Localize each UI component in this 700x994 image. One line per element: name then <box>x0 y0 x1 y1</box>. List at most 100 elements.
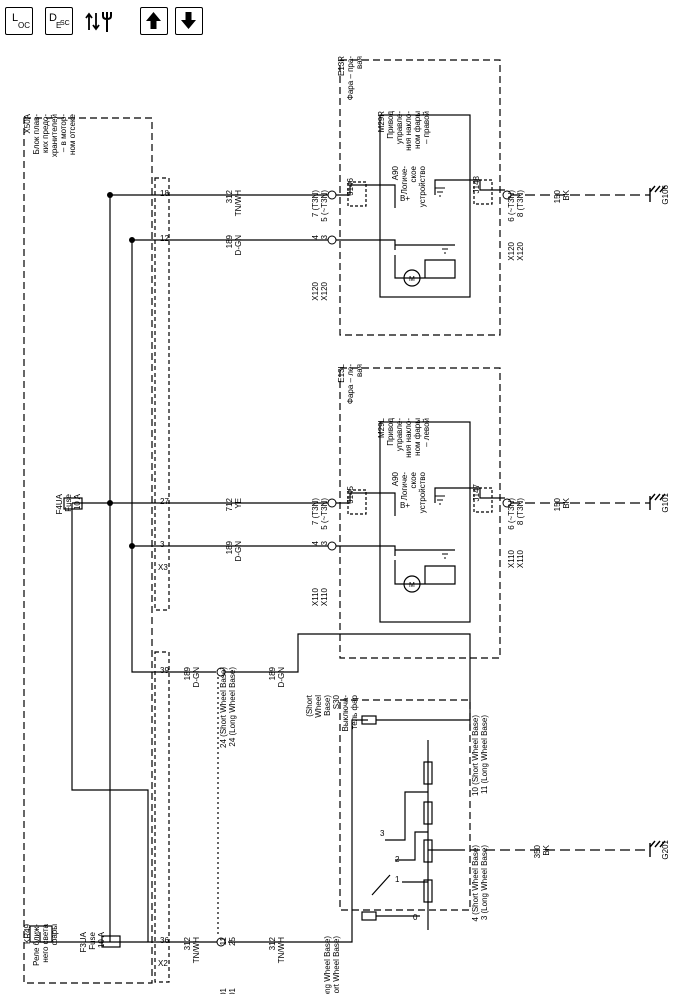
x50a-label-line: – в мотор- <box>59 114 68 152</box>
x120-ground-line: 4 <box>311 234 320 239</box>
f4ua-label-line: F4UA <box>55 493 64 514</box>
x3-pin-39: 39 <box>160 666 169 675</box>
m29l-ground-icon <box>440 549 450 559</box>
x50a-label-line: ном отсеке <box>68 113 77 154</box>
w189-left-line: D-GN <box>192 667 201 688</box>
w350-line: 350 <box>533 844 542 858</box>
pin-label-x201-code: X201X201 <box>219 987 237 994</box>
a90r-label-line: устройство <box>418 165 427 207</box>
ground-g201-icon <box>649 840 666 857</box>
down-arrow-button[interactable] <box>175 7 203 35</box>
kr49-label: KR49Реле ближ-него светафары <box>23 923 59 965</box>
s30-label-line: Base) <box>323 695 332 716</box>
sw-top-line: 11 (Long Wheel Base) <box>480 715 489 794</box>
wire-label-350: 350BK <box>533 844 551 858</box>
fuse-f3ua <box>101 935 121 948</box>
x3-pin-18: 18 <box>160 189 169 198</box>
x50a-label-line: хранителей <box>50 114 59 157</box>
w312-bottom-line: TN/WH <box>277 937 286 963</box>
wire-label-189-mid: 189D-GN <box>225 540 243 561</box>
m29l-label-line: M29L <box>377 417 386 438</box>
s30-label: (ShortWheelBase)S30Выключа-тель фар <box>305 694 359 731</box>
j147-splice <box>473 487 493 513</box>
x3-label: X3 <box>158 563 168 572</box>
x3-pin-3: 3 <box>160 540 165 549</box>
m29r-label-line: M29R <box>377 111 386 133</box>
x3-pin-27: 27 <box>160 497 169 506</box>
toolbar: L OC D E SC <box>0 0 700 50</box>
g101-label: G101 <box>661 492 670 512</box>
a90l-label-line: ское <box>409 471 418 488</box>
x110-left-code-line: X110 <box>311 587 320 606</box>
w189-right-line: D-GN <box>277 667 286 688</box>
w350-line: BK <box>542 844 551 855</box>
e13l-wires-left <box>335 492 396 556</box>
pin-label-x201: 1125 <box>219 936 237 945</box>
m29l-label-line: Привод <box>386 418 395 446</box>
x120-left-line: 7 (T3N) <box>311 190 320 217</box>
m29l-label: M29LПриводуправле-ния накло-ном фары– ле… <box>377 417 431 457</box>
e13l-outline <box>339 367 501 659</box>
loc-icon: L OC <box>12 12 30 30</box>
w312-x2-line: 312 <box>183 936 192 950</box>
f4ua-label: F4UAFuse10 A <box>55 493 82 514</box>
j147-label: J147 <box>472 483 481 501</box>
e13l-label-line: Фара – ле- <box>346 364 355 404</box>
x50a-label: X50AБлок плав-ких предо-хранителей– в мо… <box>23 113 77 157</box>
resistor-2 <box>423 801 433 825</box>
x201-code-line: X201 <box>228 987 237 994</box>
j146-splice <box>347 181 367 207</box>
inline-24-line: 24 (Short Wheel Base) <box>219 667 228 748</box>
s30-label-line: Wheel <box>314 695 323 718</box>
wire-label-189-left: 189D-GN <box>183 666 201 687</box>
loc-button[interactable]: L OC <box>5 7 33 35</box>
up-arrow-button[interactable] <box>140 7 168 35</box>
j145-splice <box>347 489 367 515</box>
f3ua-label-line: 10 A <box>97 931 106 948</box>
s48c-contact <box>361 911 377 921</box>
m29l-label-line: управле- <box>395 418 404 451</box>
f4ua-label-line: 10 A <box>73 493 82 510</box>
desc-sub2-text: SC <box>60 20 70 27</box>
j146-label: J146 <box>346 177 355 195</box>
w189-mid-line: 189 <box>225 540 234 554</box>
swap-tools-button[interactable] <box>85 6 117 36</box>
a90r-label-line: ское <box>409 165 418 182</box>
pin-label-switch-top: 10 (Short Wheel Base)11 (Long Wheel Base… <box>471 715 489 796</box>
f4ua-label-line: Fuse <box>64 493 73 511</box>
switch-taps <box>385 791 428 883</box>
x2-label: X2 <box>158 959 168 968</box>
pin-label-x110-right-code: X110X110 <box>507 549 525 568</box>
e13l-motor-wiring <box>394 549 456 585</box>
swap-tools-icon <box>85 12 112 32</box>
m29r-label-line: управле- <box>395 111 404 144</box>
a90l-ground-icon <box>435 495 445 505</box>
pin-label-x120-left-code: X120X120 <box>311 281 329 300</box>
x120-left-code-line: X120 <box>311 281 320 300</box>
m29r-ground-icon <box>440 244 450 254</box>
e13r-label-line: вая <box>355 56 364 69</box>
x3-connector <box>154 177 170 611</box>
b-plus-l-label: B+ <box>400 501 410 510</box>
switch-pos-2: 2 <box>395 855 400 864</box>
x120-right-code-line: X120 <box>516 241 525 260</box>
inline-24-line: 24 (Long Wheel Base) <box>228 667 237 747</box>
wire-label-150-l: 150BK <box>553 497 571 511</box>
a90l-label-line: Логиче- <box>400 472 409 501</box>
motor-l-label: M <box>409 582 415 589</box>
w312-top-line: 312 <box>225 189 234 203</box>
m29r-label: M29RПриводуправле-ния накло-ном фары– пр… <box>377 111 431 151</box>
j147-line: J147 <box>472 483 481 501</box>
a90l-label: A90Логиче-скоеустройство <box>391 471 427 513</box>
m29r-label-line: ном фары <box>413 111 422 149</box>
g201-label: G201 <box>661 839 670 859</box>
pin-label-x110-left-code: X110X110 <box>311 587 329 606</box>
pin-label-x120-right: 6 (~T3N)8 (T3N) <box>507 190 525 222</box>
w150-l-line: BK <box>562 497 571 508</box>
desc-button[interactable]: D E SC <box>45 7 73 35</box>
a90l-label-line: A90 <box>391 471 400 486</box>
f3ua-label: F3UAFuse10 A <box>79 931 106 952</box>
g101-line: G101 <box>661 492 670 512</box>
w150-r-line: BK <box>562 189 571 200</box>
x120-right-code-line: X120 <box>507 241 516 260</box>
